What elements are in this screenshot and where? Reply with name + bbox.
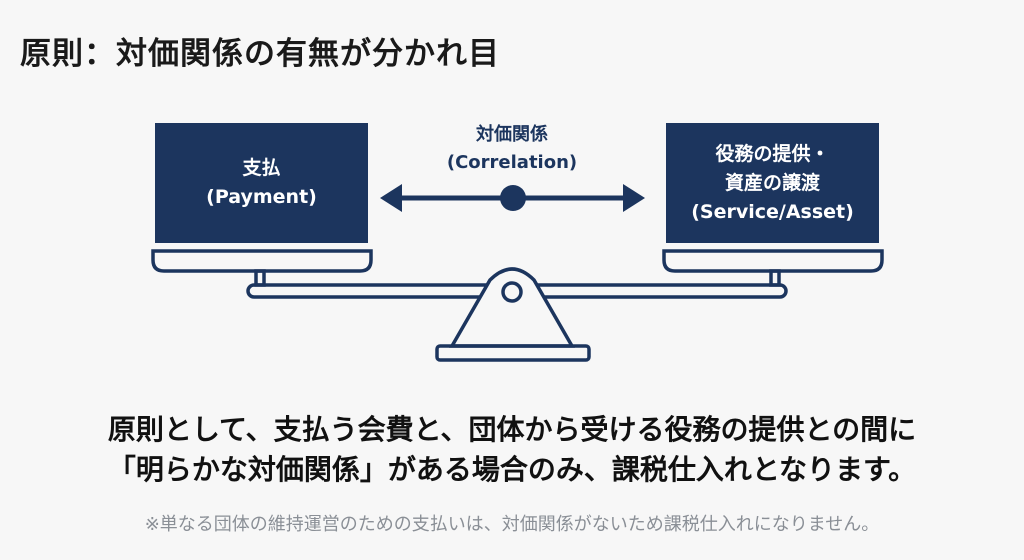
payment-box: 支払 (Payment) <box>155 123 368 243</box>
main-statement-line2: 「明らかな対価関係」がある場合のみ、課税仕入れとなります。 <box>107 453 917 486</box>
footnote: ※単なる団体の維持運営のための支払いは、対価関係がないため課税仕入れになりません… <box>144 514 880 535</box>
pivot-icon <box>501 281 523 303</box>
correlation-label-en: (Correlation) <box>446 152 578 173</box>
main-statement-line1: 原則として、支払う会費と、団体から受ける役務の提供との間に <box>107 413 917 446</box>
double-arrow-icon <box>380 184 645 212</box>
left-pan <box>151 249 373 273</box>
page-title: 原則：対価関係の有無が分かれ目 <box>20 36 500 72</box>
right-pan <box>662 249 884 273</box>
asset-label: 資産の譲渡 <box>724 171 820 194</box>
correlation-label: 対価関係 (Correlation) <box>412 121 612 177</box>
fulcrum <box>448 267 576 348</box>
service-asset-label-en: (Service/Asset) <box>691 200 854 223</box>
right-stem <box>769 269 781 287</box>
base-plate <box>435 344 591 362</box>
main-statement: 原則として、支払う会費と、団体から受ける役務の提供との間に 「明らかな対価関係」… <box>0 410 1024 490</box>
correlation-label-jp: 対価関係 <box>476 124 548 145</box>
service-asset-box: 役務の提供・ 資産の譲渡 (Service/Asset) <box>666 123 879 243</box>
left-stem <box>254 269 266 287</box>
payment-label-en: (Payment) <box>206 186 317 208</box>
payment-label: 支払 <box>242 157 281 179</box>
service-label: 役務の提供・ <box>715 142 830 165</box>
